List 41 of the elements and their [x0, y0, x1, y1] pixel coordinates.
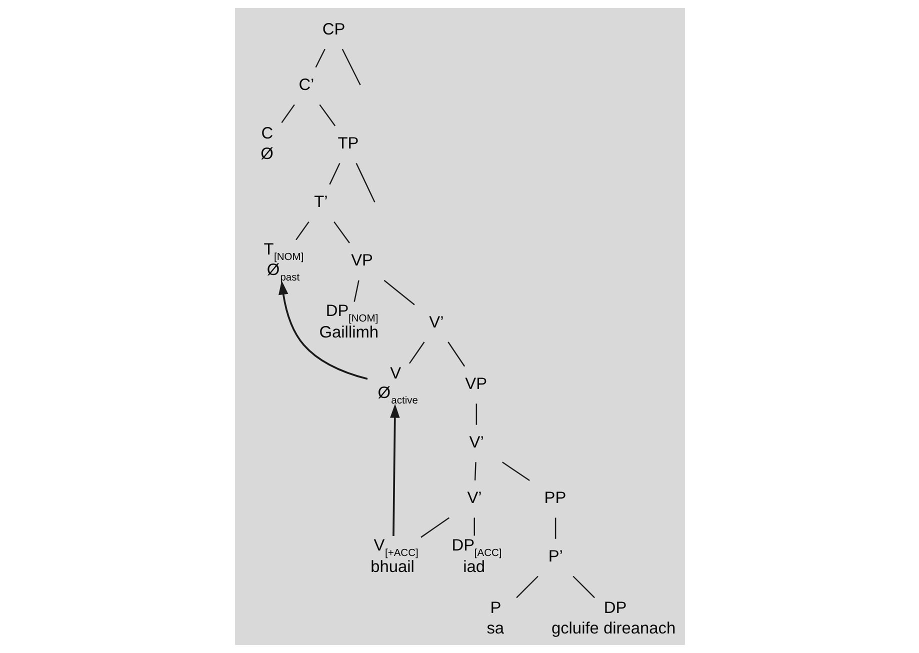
connector	[314, 48, 325, 68]
connector	[447, 342, 465, 367]
connector	[572, 576, 594, 598]
node-text: V$_{[+ACC]}$ bhuail	[370, 536, 418, 576]
arrow	[390, 404, 400, 536]
node-text: PP	[544, 489, 566, 508]
connector	[280, 104, 294, 124]
node-text: DP gcluife direanach	[550, 598, 676, 638]
connector	[554, 518, 556, 539]
connector	[295, 221, 309, 240]
connector	[502, 462, 530, 482]
connector	[341, 48, 360, 86]
node-text: T’	[314, 193, 328, 212]
connector	[318, 104, 336, 126]
connector	[333, 221, 350, 244]
connector	[516, 576, 538, 598]
node-text: CP	[322, 20, 345, 39]
connector	[408, 342, 424, 364]
node-text: V’	[468, 434, 484, 452]
node-text: TP	[337, 134, 358, 153]
connector	[353, 280, 359, 302]
node-text: V’	[428, 313, 444, 332]
node-text: T$_{[NOM]}$ Ø$_{past}$	[263, 240, 304, 284]
node-text: P sa	[486, 598, 504, 638]
node-text: VP	[350, 252, 373, 270]
node-text: VP	[464, 374, 487, 393]
node-text: DP$_{[NOM]}$ Gaillimh	[318, 302, 378, 342]
connector	[328, 162, 340, 185]
node-text: V’	[466, 489, 482, 508]
connector	[383, 280, 414, 306]
node-text: DP$_{[ACC]}$ iad	[451, 536, 502, 576]
node-text: V Ø$_{active}$	[377, 364, 418, 407]
connector	[474, 462, 476, 480]
connector	[475, 404, 477, 425]
node-text: C Ø	[260, 124, 273, 163]
arrow	[278, 280, 368, 380]
node-text: P’	[548, 548, 562, 566]
connector	[473, 518, 474, 536]
connector	[355, 162, 375, 202]
connector	[420, 517, 449, 538]
node-text: C’	[298, 76, 314, 94]
